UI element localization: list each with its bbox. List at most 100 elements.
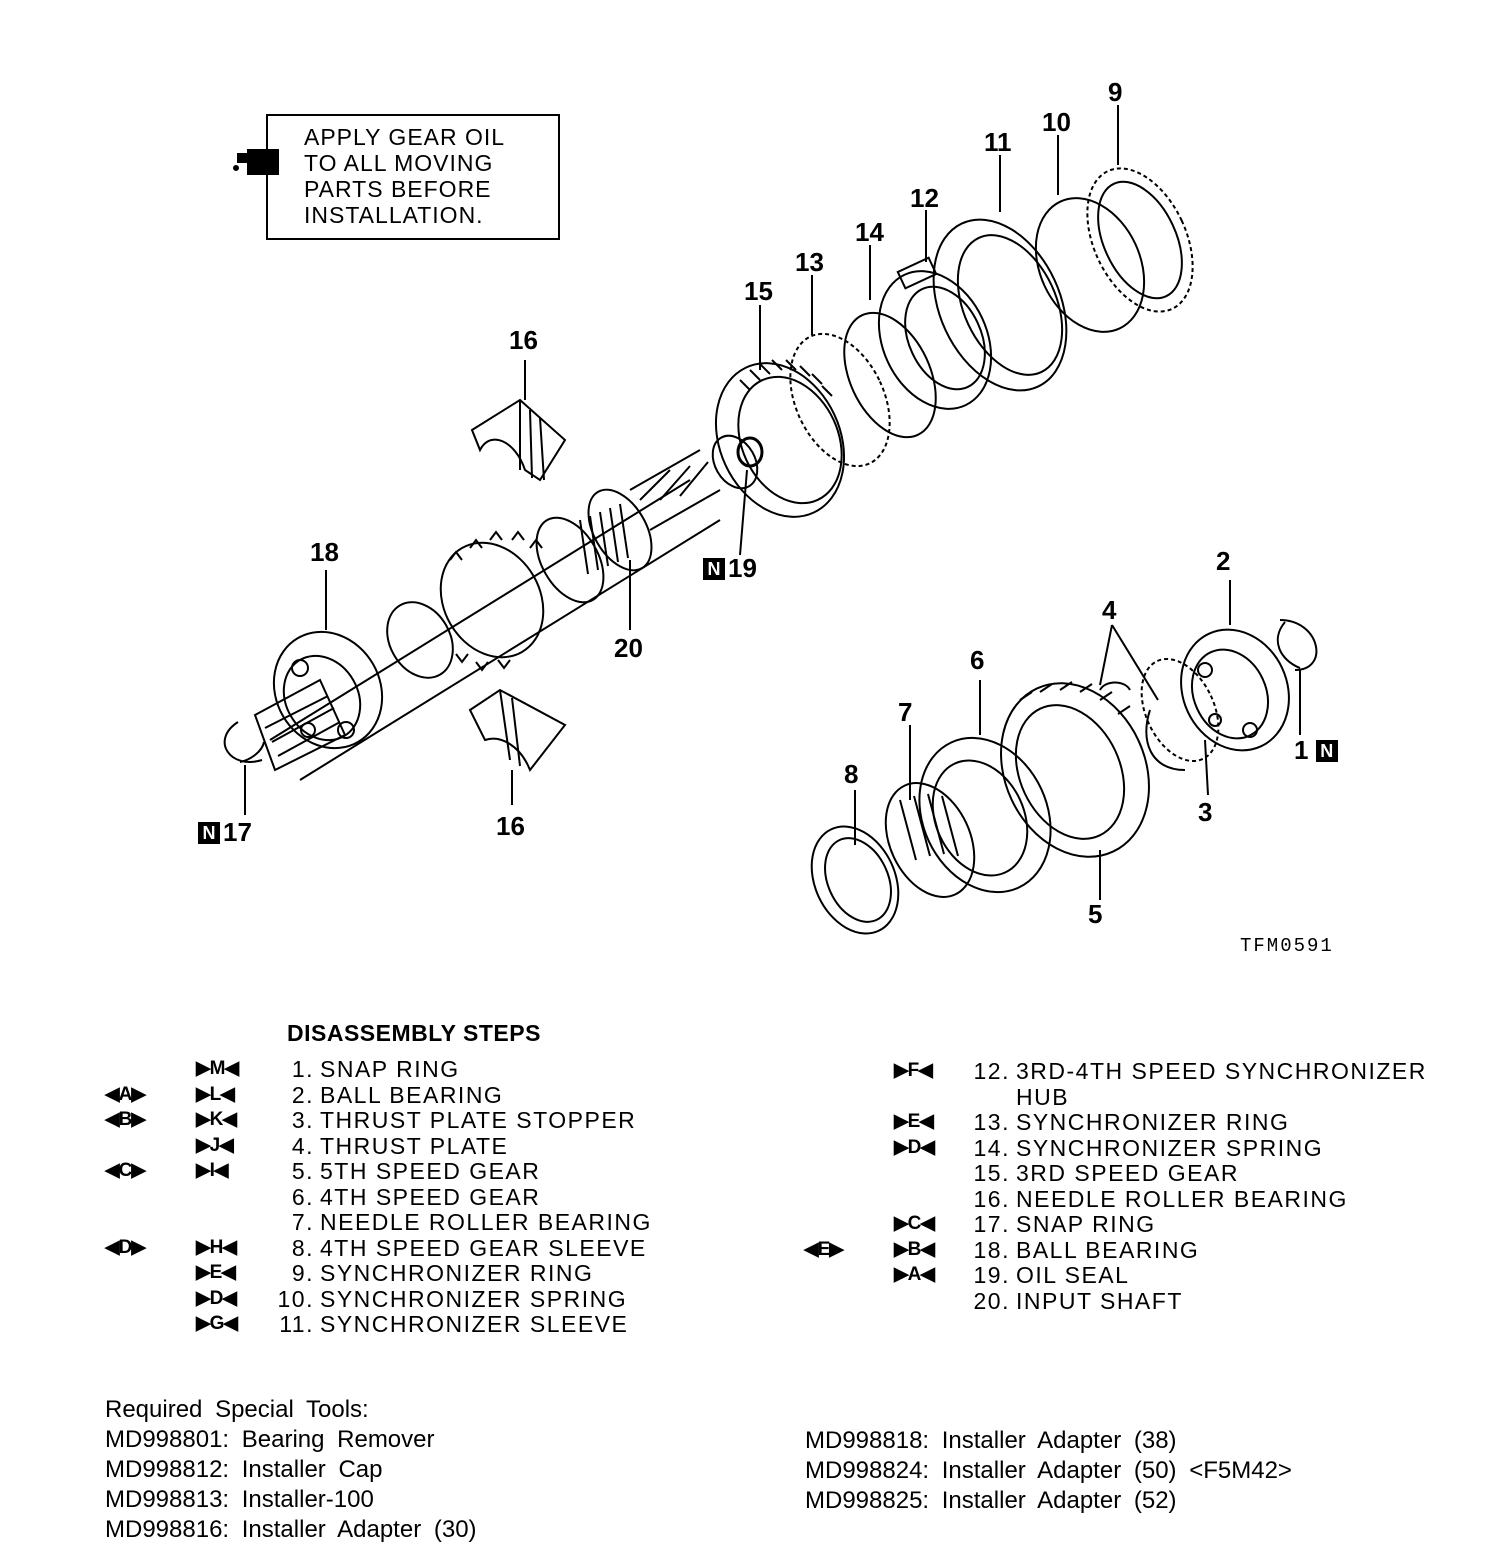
exploded-view-diagram bbox=[223, 105, 1318, 935]
step-number: 12. bbox=[973, 1058, 1010, 1084]
step-number: 14. bbox=[973, 1134, 1010, 1161]
step-number: 6. bbox=[291, 1183, 314, 1210]
new-part-badge: N bbox=[198, 822, 220, 844]
lower-gear-group-drawing bbox=[810, 580, 1318, 935]
tool-item: MD998801: Bearing Remover bbox=[105, 1426, 435, 1453]
callout-20: 20 bbox=[614, 633, 643, 663]
new-part-badge: N bbox=[1315, 740, 1338, 762]
callout-2: 2 bbox=[1216, 546, 1231, 576]
step-number: 1. bbox=[291, 1056, 314, 1082]
callout-13: 13 bbox=[795, 247, 824, 277]
callout-19-number: 19 bbox=[728, 553, 757, 583]
installation-marker: ▶H◀ bbox=[196, 1236, 237, 1258]
step-part-name: SNAP RING bbox=[320, 1056, 460, 1082]
callout-9: 9 bbox=[1108, 77, 1123, 107]
step-number: 13. bbox=[973, 1109, 1010, 1135]
step-number: 9. bbox=[291, 1260, 314, 1286]
step-part-name: 4TH SPEED GEAR bbox=[320, 1183, 541, 1210]
step-number: 18. bbox=[973, 1236, 1010, 1263]
step-number: 3. bbox=[291, 1107, 314, 1133]
tool-item: MD998825: Installer Adapter (52) bbox=[805, 1487, 1177, 1514]
callout-1-number: 1 bbox=[1294, 735, 1309, 765]
callout-16-top: 16 bbox=[509, 325, 538, 355]
callout-1: 1 N bbox=[1294, 736, 1341, 764]
tool-item: MD998812: Installer Cap bbox=[105, 1456, 383, 1483]
step-part-name: SYNCHRONIZER RING bbox=[1016, 1109, 1290, 1135]
step-part-name: 3RD-4TH SPEED SYNCHRONIZER bbox=[1016, 1058, 1427, 1084]
step-part-name: SYNCHRONIZER SPRING bbox=[1016, 1134, 1324, 1161]
tool-item: MD998813: Installer-100 bbox=[105, 1486, 374, 1513]
synchronizer-stack-drawing bbox=[714, 105, 1194, 518]
removal-marker: ◀C▶ bbox=[105, 1160, 146, 1181]
callout-17-number: 17 bbox=[223, 817, 252, 847]
step-part-name: 3RD SPEED GEAR bbox=[1016, 1160, 1239, 1186]
callout-8: 8 bbox=[844, 759, 859, 789]
note-line: APPLY GEAR OIL bbox=[304, 124, 506, 150]
step-number: 8. bbox=[291, 1234, 314, 1261]
step-number: 4. bbox=[291, 1132, 314, 1159]
installation-marker: ▶I◀ bbox=[196, 1160, 229, 1181]
tool-item: MD998816: Installer Adapter (30) bbox=[105, 1516, 477, 1543]
installation-marker: ▶J◀ bbox=[196, 1134, 234, 1156]
removal-marker: ◀D▶ bbox=[105, 1236, 146, 1258]
step-part-name: SYNCHRONIZER RING bbox=[320, 1260, 594, 1286]
tools-heading: Required Special Tools: bbox=[105, 1396, 369, 1423]
removal-marker: ◀B▶ bbox=[105, 1109, 146, 1130]
installation-marker: ▶M◀ bbox=[196, 1058, 239, 1079]
callout-15: 15 bbox=[744, 276, 773, 306]
step-number: 17. bbox=[973, 1211, 1010, 1237]
step-number: 11. bbox=[279, 1311, 314, 1337]
gear-oil-note-box bbox=[266, 114, 560, 240]
note-line: INSTALLATION. bbox=[304, 202, 484, 228]
installation-marker: ▶A◀ bbox=[894, 1264, 935, 1285]
installation-marker: ▶E◀ bbox=[894, 1111, 934, 1132]
callout-12: 12 bbox=[910, 183, 939, 213]
input-shaft-drawing bbox=[223, 434, 764, 815]
installation-marker: ▶L◀ bbox=[196, 1083, 235, 1105]
callout-4: 4 bbox=[1102, 595, 1117, 625]
installation-marker: ▶E◀ bbox=[196, 1262, 236, 1283]
step-part-name: OIL SEAL bbox=[1016, 1262, 1130, 1288]
callout-14: 14 bbox=[855, 217, 884, 247]
callout-5: 5 bbox=[1088, 899, 1103, 929]
step-number: 7. bbox=[291, 1209, 314, 1235]
removal-marker: ◀E▶ bbox=[804, 1238, 844, 1260]
needle-bearing-16-drawing bbox=[468, 360, 567, 805]
step-part-name: 4TH SPEED GEAR SLEEVE bbox=[320, 1234, 647, 1261]
step-part-name: THRUST PLATE STOPPER bbox=[320, 1107, 637, 1133]
installation-marker: ▶D◀ bbox=[196, 1287, 237, 1309]
callout-7: 7 bbox=[898, 697, 913, 727]
callout-3: 3 bbox=[1198, 797, 1213, 827]
disassembly-title: DISASSEMBLY STEPS bbox=[287, 1020, 541, 1046]
callout-18: 18 bbox=[310, 537, 339, 567]
installation-marker: ▶F◀ bbox=[894, 1060, 933, 1081]
step-number: 10. bbox=[277, 1285, 314, 1312]
callout-11: 11 bbox=[984, 127, 1012, 157]
callout-16-bottom: 16 bbox=[496, 811, 525, 841]
step-part-name: 5TH SPEED GEAR bbox=[320, 1158, 541, 1184]
callout-10: 10 bbox=[1042, 107, 1071, 137]
installation-marker: ▶D◀ bbox=[894, 1136, 935, 1158]
step-part-name: BALL BEARING bbox=[1016, 1236, 1200, 1263]
step-part-name: NEEDLE ROLLER BEARING bbox=[320, 1209, 652, 1235]
step-part-name-continued: HUB bbox=[1016, 1083, 1070, 1110]
note-line: TO ALL MOVING bbox=[304, 150, 494, 176]
oil-can-icon bbox=[233, 149, 279, 175]
note-line: PARTS BEFORE bbox=[304, 176, 492, 202]
step-part-name: NEEDLE ROLLER BEARING bbox=[1016, 1185, 1348, 1212]
step-part-name: THRUST PLATE bbox=[320, 1132, 509, 1159]
step-part-name: SNAP RING bbox=[1016, 1211, 1156, 1237]
tool-item: MD998818: Installer Adapter (38) bbox=[805, 1427, 1177, 1454]
callout-6: 6 bbox=[970, 645, 985, 675]
step-number: 20. bbox=[973, 1287, 1010, 1314]
installation-marker: ▶B◀ bbox=[894, 1238, 935, 1260]
step-number: 16. bbox=[973, 1185, 1010, 1212]
tool-item: MD998824: Installer Adapter (50) <F5M42> bbox=[805, 1457, 1292, 1484]
figure-code: TFM0591 bbox=[1240, 935, 1334, 957]
step-number: 2. bbox=[291, 1081, 314, 1108]
step-part-name: INPUT SHAFT bbox=[1016, 1287, 1183, 1314]
step-number: 19. bbox=[973, 1262, 1010, 1288]
installation-marker: ▶K◀ bbox=[196, 1109, 237, 1130]
